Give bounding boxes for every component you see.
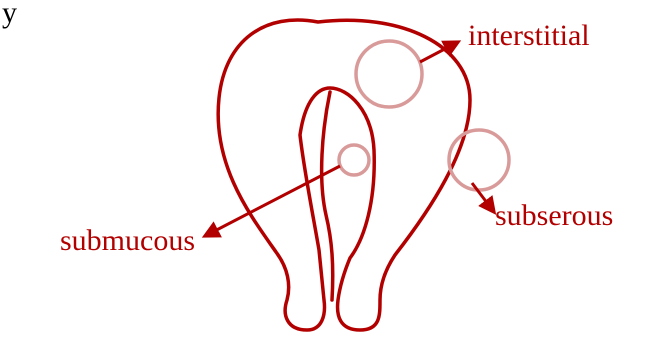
subserous-label: subserous [495, 199, 613, 232]
submucous-arrow [205, 166, 340, 236]
subserous-fibroid [449, 130, 509, 190]
submucous-fibroid [339, 145, 369, 175]
interstitial-fibroid [356, 41, 422, 107]
uterus-outer-wall [218, 20, 470, 330]
submucous-label: submucous [60, 224, 195, 257]
uterine-cavity-line [322, 92, 333, 300]
interstitial-label: interstitial [468, 19, 590, 52]
corner-text-fragment: y [2, 0, 17, 29]
